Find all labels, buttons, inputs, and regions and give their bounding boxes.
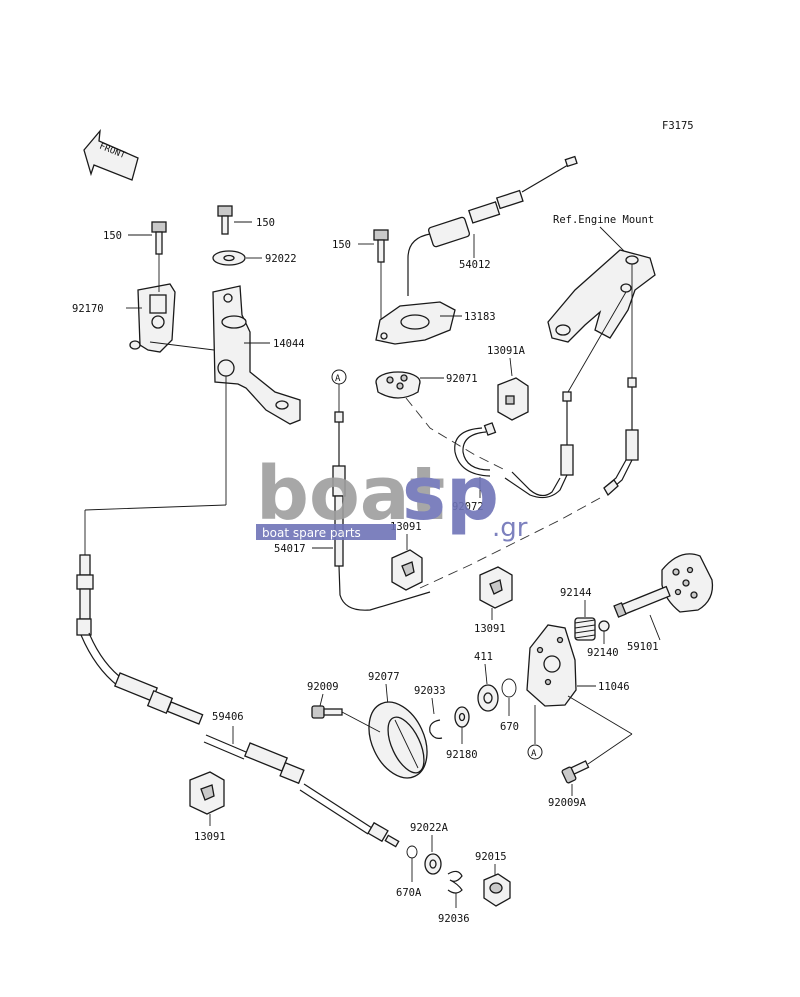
bracket-14044 [212, 285, 301, 425]
part-92071: 92071 [446, 373, 478, 385]
nut-92015 [483, 873, 511, 907]
part-411: 411 [474, 651, 493, 663]
svg-text:A: A [531, 749, 537, 759]
part-92072: 92072 [452, 501, 484, 513]
part-54017: 54017 [274, 543, 306, 555]
block-13091-b [479, 566, 513, 609]
front-arrow-icon: FRONT [83, 128, 139, 181]
part-92022: 92022 [265, 253, 297, 265]
block-13091A [497, 377, 529, 421]
part-54012: 54012 [459, 259, 491, 271]
plate-13183 [375, 301, 456, 345]
part-92015: 92015 [475, 851, 507, 863]
engine-mount-bracket [547, 249, 656, 343]
part-13091-b: 13091 [474, 623, 506, 635]
clip-92033 [429, 719, 443, 739]
part-14044: 14044 [273, 338, 305, 350]
knob-92077 [368, 701, 428, 779]
screw-92009A [561, 760, 590, 784]
cam-plate-11046 [526, 624, 577, 707]
ref-engine-mount-label: Ref.Engine Mount [553, 214, 654, 226]
figure-code: F3175 [662, 120, 694, 132]
bracket-92170 [129, 283, 176, 353]
throttle-cable-right-1 [504, 391, 574, 499]
watermark-brand-right: sp [402, 451, 499, 537]
callout-a-bottom: A [527, 744, 543, 760]
leader-13091A [509, 357, 513, 377]
part-59101: 59101 [627, 641, 659, 653]
oring-670 [501, 678, 517, 698]
leader-59101 [649, 614, 661, 641]
lever-59101 [613, 553, 714, 618]
bolt-150-right [373, 229, 389, 263]
leader-411 [484, 663, 488, 685]
part-150-b: 150 [256, 217, 275, 229]
part-670A: 670A [396, 887, 422, 899]
leader-cable-join [84, 504, 227, 511]
routing-dash-2 [419, 497, 601, 589]
part-150-a: 150 [103, 230, 122, 242]
part-13091-a: 13091 [390, 521, 422, 533]
leader-bracket-join [149, 341, 215, 351]
ball-92140 [598, 620, 610, 632]
oring-670A [406, 845, 418, 859]
part-92180: 92180 [446, 749, 478, 761]
part-92009: 92009 [307, 681, 339, 693]
washer-411 [477, 684, 499, 712]
leader-92033 [431, 697, 435, 715]
part-13091-c: 13091 [194, 831, 226, 843]
part-92140: 92140 [587, 647, 619, 659]
block-13091-a [391, 549, 423, 591]
callout-a-top: A [331, 369, 347, 385]
washer-92022 [212, 250, 246, 266]
leader-cam-screw-2 [587, 733, 633, 765]
lockwasher-92036 [447, 870, 463, 894]
part-59406: 59406 [212, 711, 244, 723]
part-670: 670 [500, 721, 519, 733]
watermark-domain: .gr [492, 513, 528, 543]
washer-92022A [424, 853, 442, 875]
leader-92009 [319, 693, 324, 707]
bolt-150-left [151, 221, 167, 255]
svg-text:A: A [335, 374, 341, 384]
part-92170: 92170 [72, 303, 104, 315]
part-150-c: 150 [332, 239, 351, 251]
mount-leader-2 [567, 291, 627, 393]
spring-92144 [574, 617, 596, 641]
watermark-brand-left: boat [256, 451, 445, 537]
leader-cam-screw-1 [567, 695, 633, 735]
watermark-logo: boat sp .gr boat spare parts [256, 451, 528, 543]
block-13091-c [189, 771, 225, 815]
washer-92180 [454, 706, 470, 728]
cable-59406 [76, 554, 400, 848]
clamp-92072 [454, 422, 497, 477]
part-92033: 92033 [414, 685, 446, 697]
part-92022A: 92022A [410, 822, 449, 834]
part-13091A: 13091A [487, 345, 526, 357]
bolt-150-middle [217, 205, 233, 235]
routing-dash-1 [405, 397, 506, 471]
part-92009A: 92009A [548, 797, 587, 809]
watermark-tagline-bar [256, 524, 396, 540]
grommet-92071 [375, 371, 421, 399]
cable-54012 [407, 155, 578, 296]
part-92077: 92077 [368, 671, 400, 683]
part-13183: 13183 [464, 311, 496, 323]
throttle-cable-right-2 [603, 377, 639, 497]
part-92036: 92036 [438, 913, 470, 925]
screw-92009 [311, 705, 343, 719]
watermark-tagline: boat spare parts [262, 526, 361, 540]
leader-screw-to-knob [341, 711, 381, 733]
part-11046: 11046 [598, 681, 630, 693]
part-92144: 92144 [560, 587, 592, 599]
